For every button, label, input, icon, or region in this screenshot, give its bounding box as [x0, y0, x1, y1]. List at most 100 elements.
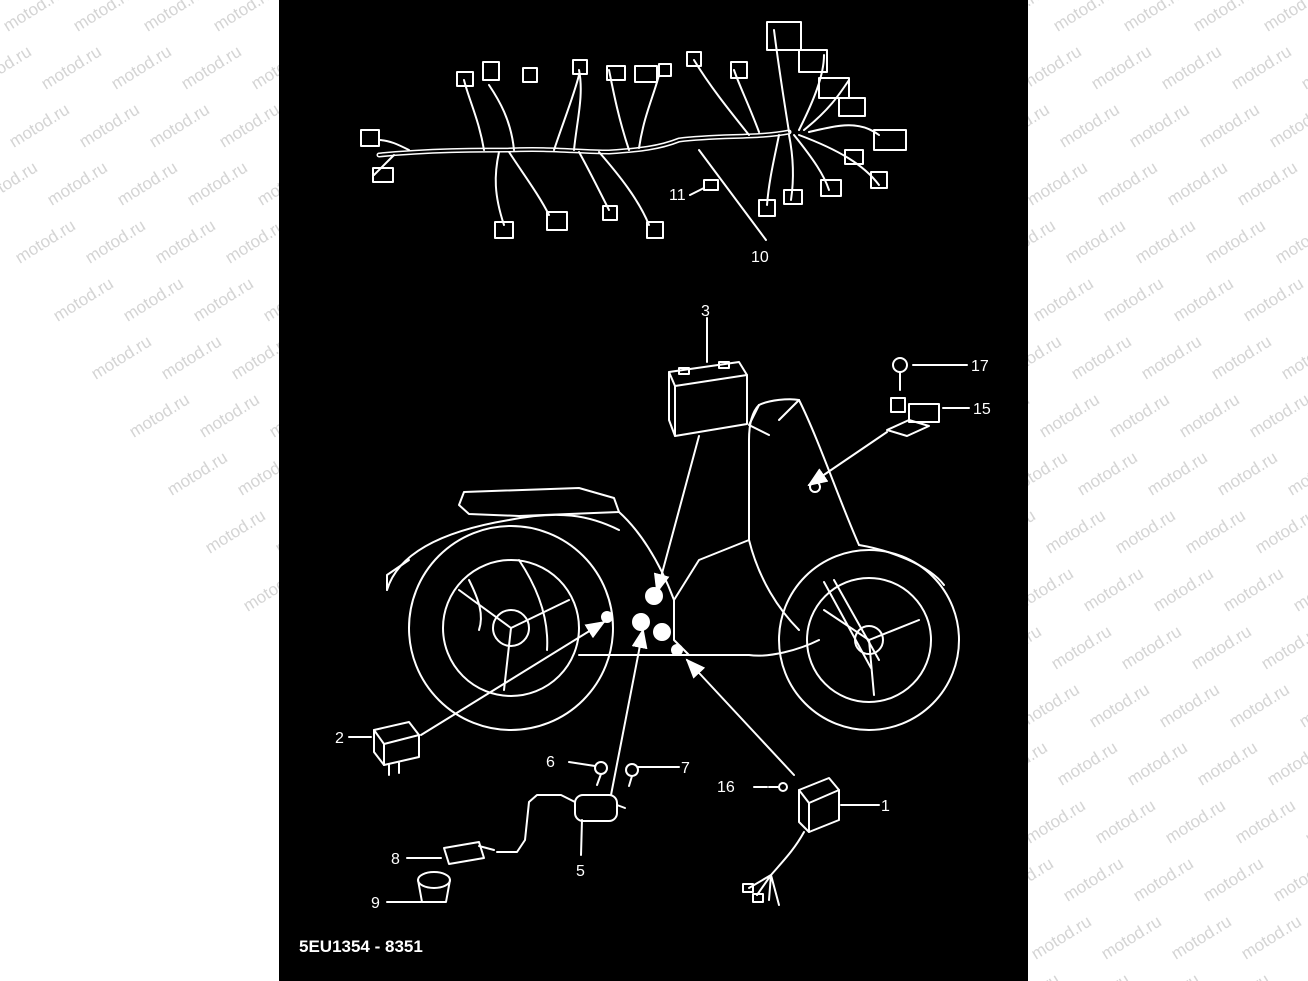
- watermark-text: motod.ru: [1290, 564, 1308, 617]
- watermark-text: motod.ru: [216, 100, 283, 153]
- watermark-text: motod.ru: [164, 448, 231, 501]
- watermark-text: motod.ru: [1054, 738, 1121, 791]
- watermark-text: motod.ru: [1188, 622, 1255, 675]
- watermark-text: motod.ru: [1208, 332, 1275, 385]
- watermark-text: motod.ru: [1120, 0, 1187, 36]
- watermark-text: motod.ru: [1028, 912, 1095, 965]
- watermark-text: motod.ru: [202, 506, 269, 559]
- watermark-text: motod.ru: [126, 390, 193, 443]
- watermark-text: motod.ru: [1200, 854, 1267, 907]
- watermark-text: motod.ru: [1226, 680, 1293, 733]
- watermark-text: motod.ru: [1092, 796, 1159, 849]
- watermark-text: motod.ru: [1088, 42, 1155, 95]
- watermark-text: motod.ru: [158, 332, 225, 385]
- watermark-text: motod.ru: [146, 100, 213, 153]
- watermark-text: motod.ru: [1298, 42, 1308, 95]
- relay-2: [373, 721, 420, 776]
- watermark-text: motod.ru: [1136, 970, 1203, 981]
- watermark-text: motod.ru: [1246, 390, 1308, 443]
- watermark-text: motod.ru: [1240, 274, 1307, 327]
- plug-cap-8: [443, 841, 495, 865]
- watermark-text: motod.ru: [1118, 622, 1185, 675]
- watermark-text: motod.ru: [0, 100, 3, 153]
- watermark-text: motod.ru: [0, 0, 67, 36]
- battery: [668, 361, 748, 437]
- watermark-text: motod.ru: [1060, 854, 1127, 907]
- callout-10: 10: [751, 249, 769, 266]
- watermark-text: motod.ru: [178, 42, 245, 95]
- callout-1: 1: [881, 798, 890, 815]
- watermark-text: motod.ru: [1068, 332, 1135, 385]
- watermark-text: motod.ru: [1094, 158, 1161, 211]
- watermark-text: motod.ru: [1062, 216, 1129, 269]
- callout-9: 9: [371, 895, 380, 912]
- watermark-text: motod.ru: [1036, 390, 1103, 443]
- watermark-text: motod.ru: [1162, 796, 1229, 849]
- watermark-text: motod.ru: [1030, 274, 1097, 327]
- watermark-text: motod.ru: [50, 274, 117, 327]
- callout-2: 2: [335, 730, 344, 747]
- watermark-text: motod.ru: [1074, 448, 1141, 501]
- diagram-code: 5EU1354 - 8351: [299, 937, 423, 956]
- watermark-text: motod.ru: [1196, 100, 1263, 153]
- watermark-text: motod.ru: [1050, 0, 1117, 36]
- watermark-text: motod.ru: [1270, 854, 1308, 907]
- watermark-text: motod.ru: [1228, 42, 1295, 95]
- watermark-text: motod.ru: [1214, 448, 1281, 501]
- watermark-text: motod.ru: [1190, 0, 1257, 36]
- bolt-6: [594, 761, 608, 786]
- cdi-unit-1: [742, 777, 840, 906]
- watermark-text: motod.ru: [0, 158, 41, 211]
- watermark-text: motod.ru: [1258, 622, 1308, 675]
- callout-8: 8: [391, 851, 400, 868]
- watermark-text: motod.ru: [1066, 970, 1133, 981]
- watermark-text: motod.ru: [1158, 42, 1225, 95]
- watermark-text: motod.ru: [1194, 738, 1261, 791]
- watermark-text: motod.ru: [1124, 738, 1191, 791]
- watermark-text: motod.ru: [1266, 100, 1308, 153]
- watermark-text: motod.ru: [1232, 796, 1299, 849]
- watermark-text: motod.ru: [1156, 680, 1223, 733]
- watermark-text: motod.ru: [1130, 854, 1197, 907]
- watermark-text: motod.ru: [1168, 912, 1235, 965]
- watermark-text: motod.ru: [184, 158, 251, 211]
- watermark-text: motod.ru: [210, 0, 277, 36]
- watermark-text: motod.ru: [1170, 274, 1237, 327]
- bracket-15: [886, 397, 940, 437]
- watermark-text: motod.ru: [1276, 970, 1308, 981]
- watermark-text: motod.ru: [12, 216, 79, 269]
- watermark-text: motod.ru: [1100, 274, 1167, 327]
- watermark-text: motod.ru: [196, 390, 263, 443]
- watermark-text: motod.ru: [1126, 100, 1193, 153]
- cap-9: [417, 871, 451, 903]
- watermark-text: motod.ru: [1098, 912, 1165, 965]
- watermark-text: motod.ru: [1260, 0, 1308, 36]
- watermark-text: motod.ru: [1138, 332, 1205, 385]
- fuse-11: [703, 179, 719, 191]
- watermark-text: motod.ru: [88, 332, 155, 385]
- watermark-text: motod.ru: [120, 274, 187, 327]
- scooter-outline: [386, 398, 960, 731]
- watermark-text: motod.ru: [1206, 970, 1273, 981]
- parts-diagram-panel: 11 10 3 17 15 2 6 7 16 1 8 5 9 5EU1354 -…: [279, 0, 1028, 981]
- watermark-text: motod.ru: [44, 158, 111, 211]
- watermark-text: motod.ru: [0, 42, 35, 95]
- watermark-text: motod.ru: [82, 216, 149, 269]
- watermark-text: motod.ru: [1296, 680, 1308, 733]
- watermark-text: motod.ru: [1056, 100, 1123, 153]
- watermark-text: motod.ru: [1042, 506, 1109, 559]
- watermark-text: motod.ru: [1164, 158, 1231, 211]
- callout-15: 15: [973, 401, 991, 418]
- watermark-text: motod.ru: [6, 100, 73, 153]
- watermark-text: motod.ru: [1048, 622, 1115, 675]
- bolt-7: [625, 763, 639, 787]
- watermark-text: motod.ru: [1252, 506, 1308, 559]
- watermark-text: motod.ru: [108, 42, 175, 95]
- watermark-text: motod.ru: [1182, 506, 1249, 559]
- watermark-text: motod.ru: [1302, 796, 1308, 849]
- watermark-text: motod.ru: [1144, 448, 1211, 501]
- watermark-text: motod.ru: [1024, 158, 1091, 211]
- watermark-text: motod.ru: [1202, 216, 1269, 269]
- watermark-text: motod.ru: [1278, 332, 1308, 385]
- watermark-text: motod.ru: [76, 100, 143, 153]
